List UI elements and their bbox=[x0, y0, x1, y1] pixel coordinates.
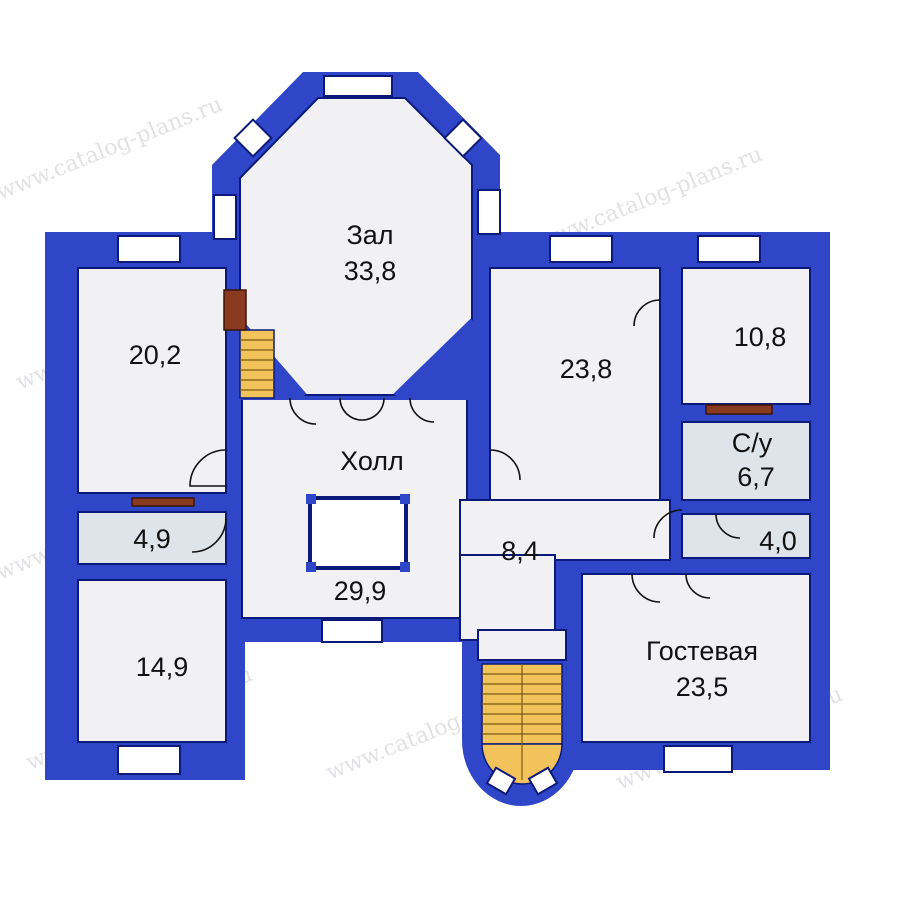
label-guest-area: 23,5 bbox=[676, 672, 729, 702]
window bbox=[697, 235, 761, 263]
door bbox=[339, 397, 385, 421]
floor-guest bbox=[581, 573, 811, 743]
floors bbox=[77, 97, 811, 743]
label-zal-area: 33,8 bbox=[344, 256, 397, 286]
label-room-10-8: 10,8 bbox=[734, 322, 787, 352]
table-leg bbox=[400, 494, 410, 504]
table-leg bbox=[306, 562, 316, 572]
stair-small bbox=[239, 329, 275, 399]
floor-corridor bbox=[459, 499, 671, 561]
floor-room-14-9 bbox=[77, 579, 227, 743]
door bbox=[191, 517, 227, 553]
label-wc-4-0: 4,0 bbox=[759, 526, 797, 556]
floor-stair-hall bbox=[477, 629, 567, 661]
table-leg bbox=[306, 494, 316, 504]
floor-room-23-8 bbox=[489, 267, 661, 501]
labels: Зал 33,8 20,2 23,8 10,8 Холл 29,9 8,4 С/… bbox=[129, 220, 797, 702]
door bbox=[633, 299, 661, 327]
label-holl-name: Холл bbox=[340, 446, 404, 476]
window bbox=[323, 75, 393, 97]
label-guest-name: Гостевая bbox=[646, 636, 758, 666]
label-wc-4-9: 4,9 bbox=[133, 524, 171, 554]
window bbox=[549, 235, 613, 263]
door bbox=[289, 397, 317, 425]
label-wc-name: С/у bbox=[732, 428, 773, 458]
door bbox=[715, 513, 741, 539]
floor-wc-4-9 bbox=[77, 511, 227, 565]
window bbox=[213, 194, 237, 240]
label-zal-name: Зал bbox=[346, 220, 393, 250]
fixtures bbox=[131, 289, 773, 507]
floor-wc-4-0 bbox=[681, 513, 811, 559]
stairs bbox=[239, 329, 563, 785]
fireplace bbox=[223, 289, 247, 331]
label-wc-area: 6,7 bbox=[737, 462, 775, 492]
label-room-20-2: 20,2 bbox=[129, 340, 182, 370]
door bbox=[189, 449, 227, 487]
window bbox=[117, 745, 181, 775]
floor-room-20-2 bbox=[77, 267, 227, 494]
floor-room-10-8 bbox=[681, 267, 811, 405]
windows bbox=[117, 75, 761, 796]
label-room-14-9: 14,9 bbox=[136, 652, 189, 682]
floor-wc-6-7 bbox=[681, 421, 811, 501]
door bbox=[409, 397, 435, 423]
doors bbox=[189, 299, 741, 603]
window bbox=[321, 619, 383, 643]
radiator-left bbox=[131, 497, 195, 507]
radiator-right bbox=[705, 404, 773, 415]
wall-octagon-diag-right bbox=[393, 318, 474, 397]
label-room-23-8: 23,8 bbox=[560, 354, 613, 384]
label-holl-area: 29,9 bbox=[334, 576, 387, 606]
window bbox=[527, 766, 559, 796]
door bbox=[653, 509, 683, 539]
door bbox=[631, 573, 661, 603]
hall-table bbox=[306, 494, 410, 572]
window bbox=[443, 118, 483, 158]
window bbox=[663, 745, 733, 773]
label-corridor: 8,4 bbox=[501, 536, 539, 566]
window bbox=[233, 118, 273, 158]
window bbox=[117, 235, 181, 263]
door bbox=[685, 573, 711, 599]
door bbox=[489, 449, 521, 481]
table-leg bbox=[400, 562, 410, 572]
floor-corridor-lower bbox=[459, 554, 556, 641]
window bbox=[485, 766, 517, 796]
table bbox=[308, 496, 408, 570]
window bbox=[477, 189, 501, 235]
stair-treads bbox=[240, 339, 562, 780]
watermark-text: www.catalog-plans.ru bbox=[0, 92, 226, 206]
